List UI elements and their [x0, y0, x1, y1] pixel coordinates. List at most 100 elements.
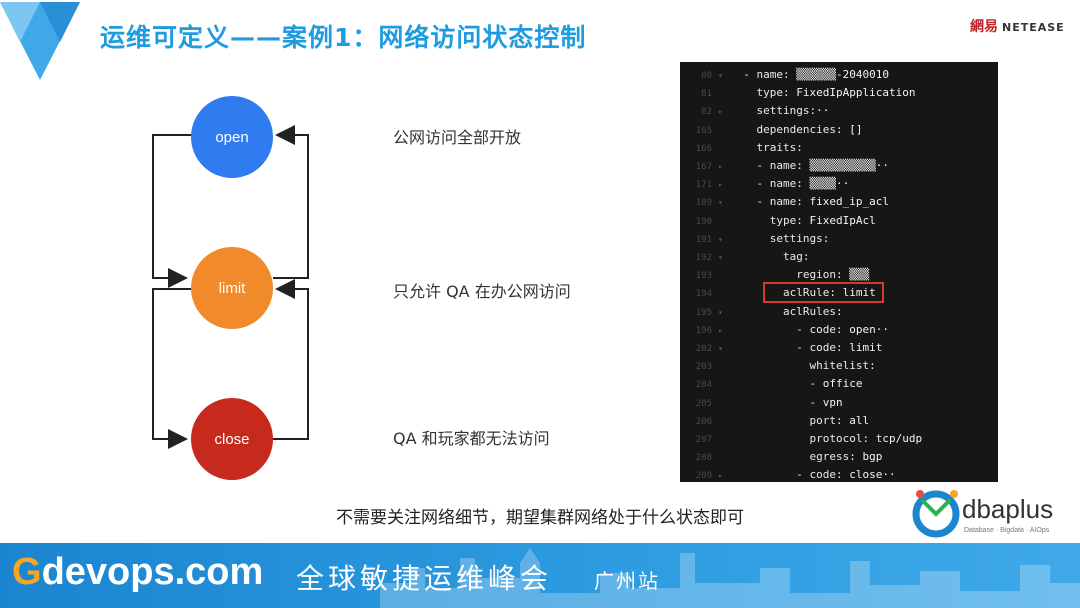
line-number: 191 — [695, 234, 712, 245]
code-value: vpn — [822, 395, 843, 409]
line-number: 206 — [695, 416, 712, 427]
fold-toggle-icon: ▾ — [718, 234, 723, 244]
code-line: 208 egress: bgp — [680, 448, 998, 466]
code-key: dependencies: — [756, 122, 850, 136]
code-value: ▒▒▒ — [849, 268, 870, 282]
indent — [730, 286, 783, 299]
line-number: 80 — [701, 71, 712, 81]
code-key: protocol: — [809, 432, 876, 445]
gdevops-logo: Gdevops.com — [12, 551, 263, 594]
code-key: whitelist: — [809, 359, 876, 373]
code-line: 165 dependencies: [] — [680, 121, 998, 139]
indent — [730, 250, 783, 263]
fold-toggle-icon: ▾ — [718, 198, 723, 208]
code-line: 205 - vpn — [680, 394, 998, 412]
line-number: 209 — [695, 471, 712, 482]
indent — [730, 414, 809, 427]
indent — [730, 341, 796, 354]
code-line: 206 port: all — [680, 412, 998, 430]
line-number: 205 — [695, 398, 712, 409]
code-key: port: — [809, 413, 850, 427]
code-value: FixedIpAcl — [809, 213, 876, 227]
code-key: aclRules: — [782, 304, 843, 318]
indent — [730, 268, 796, 281]
indent — [730, 432, 809, 445]
code-key: - name: — [756, 177, 810, 191]
indent — [730, 450, 809, 463]
line-number: 166 — [695, 143, 712, 154]
line-number: 165 — [695, 125, 712, 136]
code-value: limit — [849, 341, 883, 354]
code-value: ▒▒▒▒▒▒▒▒▒▒·· — [809, 159, 889, 172]
code-line: 82▸ settings:·· — [680, 102, 998, 120]
slide-title: 运维可定义——案例1：网络访问状态控制 — [100, 23, 587, 52]
code-key: type: — [756, 86, 797, 100]
code-value: limit — [842, 286, 876, 300]
brand-en: NETEASE — [1002, 21, 1065, 34]
fold-toggle-icon: ▾ — [718, 307, 723, 317]
line-number: 194 — [695, 289, 712, 300]
fold-toggle-icon: ▸ — [718, 107, 723, 117]
conference-banner: Gdevops.com 全球敏捷运维峰会 广州站 — [0, 543, 1080, 608]
dbaplus-tagline: Database · Bigdata · AIOps — [964, 527, 1050, 534]
indent — [730, 177, 757, 190]
state-limit-description: 只允许 QA 在办公网访问 — [393, 282, 571, 301]
code-line: 192 ▾ tag: — [680, 248, 998, 266]
code-line: 80▾ - name: ▒▒▒▒▒▒-2040010 — [680, 66, 998, 84]
code-key: region: — [796, 268, 850, 282]
code-key: - — [809, 395, 823, 409]
indent — [730, 104, 757, 117]
line-number: 192 — [695, 253, 712, 263]
code-key: aclRule: — [782, 286, 843, 300]
code-key: - code: — [796, 468, 850, 482]
code-value: tcp/udp — [875, 432, 923, 445]
code-line: 195 ▾ aclRules: — [680, 303, 998, 321]
fold-toggle-icon: ▸ — [718, 162, 723, 171]
code-line: 204 - office — [680, 375, 998, 393]
code-value: FixedIpApplication — [796, 86, 916, 100]
code-key: tag: — [782, 250, 810, 263]
code-key: settings: — [769, 231, 830, 245]
code-line: 171▸ - name: ▒▒▒▒·· — [680, 175, 998, 193]
gdevops-g: G — [12, 551, 42, 593]
state-diagram: open limit close — [140, 90, 330, 480]
fold-toggle-icon: ▾ — [718, 253, 723, 262]
code-line: 191 ▾ settings: — [680, 230, 998, 248]
line-number: 195 — [695, 307, 712, 318]
code-line: 203 whitelist: — [680, 357, 998, 375]
code-value: close·· — [849, 468, 896, 482]
line-number: 196 — [695, 325, 712, 336]
brand-cn: 網易 — [970, 19, 998, 35]
line-number: 204 — [695, 380, 712, 391]
state-arrows — [152, 125, 309, 449]
code-line: 167▸ - name: ▒▒▒▒▒▒▒▒▒▒·· — [680, 157, 998, 175]
code-key: type: — [769, 213, 810, 227]
code-value: bgp — [862, 450, 883, 464]
state-close-description: QA 和玩家都无法访问 — [393, 429, 550, 448]
code-line: 209▸ - code: close·· — [680, 466, 998, 482]
fold-toggle-icon: ▸ — [718, 180, 723, 190]
line-number: 189 — [695, 198, 712, 209]
code-value: ▒▒▒▒▒▒-2040010 — [796, 68, 889, 81]
code-key: - name: — [756, 195, 810, 209]
indent — [730, 377, 809, 390]
state-limit-node: limit — [191, 247, 273, 329]
dbaplus-name: dbaplus — [962, 494, 1053, 524]
indent — [730, 86, 757, 99]
indent — [730, 123, 757, 136]
state-close-node: close — [191, 398, 273, 480]
code-key: - name: — [743, 68, 797, 81]
line-number: 207 — [695, 435, 712, 445]
line-number: 81 — [701, 89, 712, 100]
code-value: all — [849, 413, 870, 427]
code-line: 202▾ - code: limit — [680, 339, 998, 357]
corner-logo — [0, 2, 80, 80]
summit-city: 广州站 — [594, 569, 660, 593]
dbaplus-logo: dbaplus Database · Bigdata · AIOps — [912, 490, 1053, 538]
code-key: - — [809, 377, 823, 391]
indent — [730, 396, 809, 409]
code-line: 166 traits: — [680, 139, 998, 157]
code-value: ·· — [816, 104, 830, 118]
summit-name: 全球敏捷运维峰会 — [296, 562, 553, 595]
